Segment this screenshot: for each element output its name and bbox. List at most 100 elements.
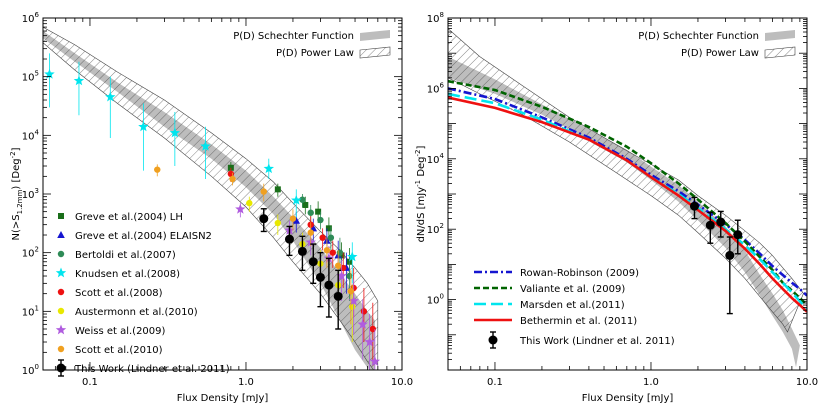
series-8-point-1 <box>284 234 294 244</box>
y-tick-exponent: 4 <box>35 128 40 136</box>
series-legend: Greve et al.(2004) LH Greve et al.(2004) … <box>55 212 230 377</box>
series-8 <box>259 208 343 330</box>
series-5-point-0 <box>246 199 253 207</box>
y-tick-label: 103 <box>22 187 39 201</box>
model-legend-label: P(D) Power Law <box>276 48 354 59</box>
legend-marker-4 <box>57 288 65 296</box>
legend-label-8: This Work (Lindner et al. 2011) <box>74 364 230 375</box>
legend-marker-5 <box>57 307 65 315</box>
legend-label-1: Greve et al.(2004) ELAISN2 <box>75 231 212 242</box>
y-label-part: Deg <box>416 156 427 179</box>
y-tick-base: 10 <box>22 190 35 201</box>
data-series-point-1 <box>705 220 715 230</box>
y-tick-base: 10 <box>22 366 35 377</box>
legend-marker-6 <box>55 324 67 335</box>
series-7-point-5 <box>323 247 331 254</box>
y-tick-base: 10 <box>22 14 35 25</box>
series-2-point-3 <box>327 234 335 241</box>
series-4-point-3 <box>329 249 336 256</box>
series-7-point-4 <box>307 229 314 236</box>
series-2-point-1 <box>307 209 314 216</box>
series-3-point-1 <box>73 75 85 86</box>
y-label-part: ] <box>11 147 22 151</box>
y-tick-label: 100 <box>22 363 39 377</box>
y-tick-exponent: 0 <box>35 363 39 371</box>
x-tick-label: 1.0 <box>238 377 254 388</box>
x-tick-label: 0.1 <box>82 377 98 388</box>
x-tick-label: 0.1 <box>487 377 503 388</box>
model-line-0 <box>448 87 807 297</box>
y-tick-label: 105 <box>22 70 39 84</box>
y-tick-exponent: 0 <box>440 293 444 301</box>
legend-label-2: Bertoldi et al.(2007) <box>75 250 176 261</box>
series-7 <box>154 164 355 325</box>
y-tick-base: 10 <box>22 249 35 260</box>
series-3-point-0 <box>44 68 55 79</box>
series-8-point-0 <box>259 214 269 224</box>
series-4-point-6 <box>360 308 368 315</box>
series-2-point-5 <box>346 272 353 280</box>
y-tick-exponent: 4 <box>440 152 445 160</box>
data-series <box>689 196 743 315</box>
series-6-point-8 <box>369 355 381 366</box>
y-axis-label: N(>S1.2mm) [Deg-2] <box>9 147 24 240</box>
legend-label-0: Greve et al.(2004) LH <box>75 212 183 223</box>
y-label-part: -2 <box>9 151 17 158</box>
y-tick-base: 10 <box>427 225 440 236</box>
y-tick-exponent: 1 <box>35 304 39 312</box>
y-tick-label: 108 <box>427 11 444 25</box>
y-tick-exponent: 6 <box>440 81 445 89</box>
plot-area <box>43 26 381 370</box>
y-tick-base: 10 <box>427 84 440 95</box>
legend-marker-0 <box>58 213 64 219</box>
legend-marker-2 <box>57 250 65 258</box>
y-tick-base: 10 <box>22 73 35 84</box>
x-axis-label: Flux Density [mJy] <box>582 393 674 404</box>
legend-label-7: Scott et al.(2010) <box>75 345 163 356</box>
legend-marker-8 <box>56 363 66 373</box>
y-tick-label: 106 <box>427 81 445 95</box>
series-7-point-6 <box>334 262 342 269</box>
legend-swatch-hatch <box>764 46 796 59</box>
power-law-hatch <box>43 26 379 370</box>
power-law-hatch <box>448 28 804 333</box>
legend-swatch-band <box>765 30 795 41</box>
y-tick-label: 100 <box>427 293 444 307</box>
series-3 <box>44 53 358 284</box>
y-tick-exponent: 8 <box>440 11 444 19</box>
y-tick-base: 10 <box>22 307 35 318</box>
series-1-point-0 <box>292 216 301 224</box>
y-tick-label: 102 <box>427 222 444 236</box>
legend-label-2: Marsden et al.(2011) <box>520 300 625 311</box>
series-8-point-4 <box>315 272 325 282</box>
x-tick-label: 1.0 <box>643 377 659 388</box>
series-5-point-5 <box>349 303 356 310</box>
series-0-point-1 <box>274 186 281 193</box>
legend-label-1: Valiante et al. (2009) <box>520 284 625 295</box>
series-6-point-6 <box>357 318 368 329</box>
series-0-point-2 <box>302 201 309 208</box>
y-tick-label: 102 <box>22 246 39 260</box>
series-6-point-4 <box>336 270 347 281</box>
y-tick-label: 104 <box>427 152 445 166</box>
y-label-part: -2 <box>414 149 422 156</box>
x-axis-label: Flux Density [mJy] <box>177 393 269 404</box>
legend-marker-7 <box>57 345 65 353</box>
legend-label-4: Scott et al.(2008) <box>75 288 163 299</box>
series-0-point-3 <box>315 208 322 215</box>
legend-label-3: Knudsen et al.(2008) <box>75 269 180 280</box>
series-3-point-5 <box>200 140 211 151</box>
legend-swatch-band <box>360 30 390 41</box>
y-tick-label: 106 <box>22 11 40 25</box>
series-6-point-5 <box>348 295 359 306</box>
y-label-part: N(>S <box>11 214 22 240</box>
legend-label-6: Weiss et al.(2009) <box>75 326 166 337</box>
data-series-point-4 <box>733 230 743 240</box>
y-tick-exponent: 3 <box>35 187 39 195</box>
